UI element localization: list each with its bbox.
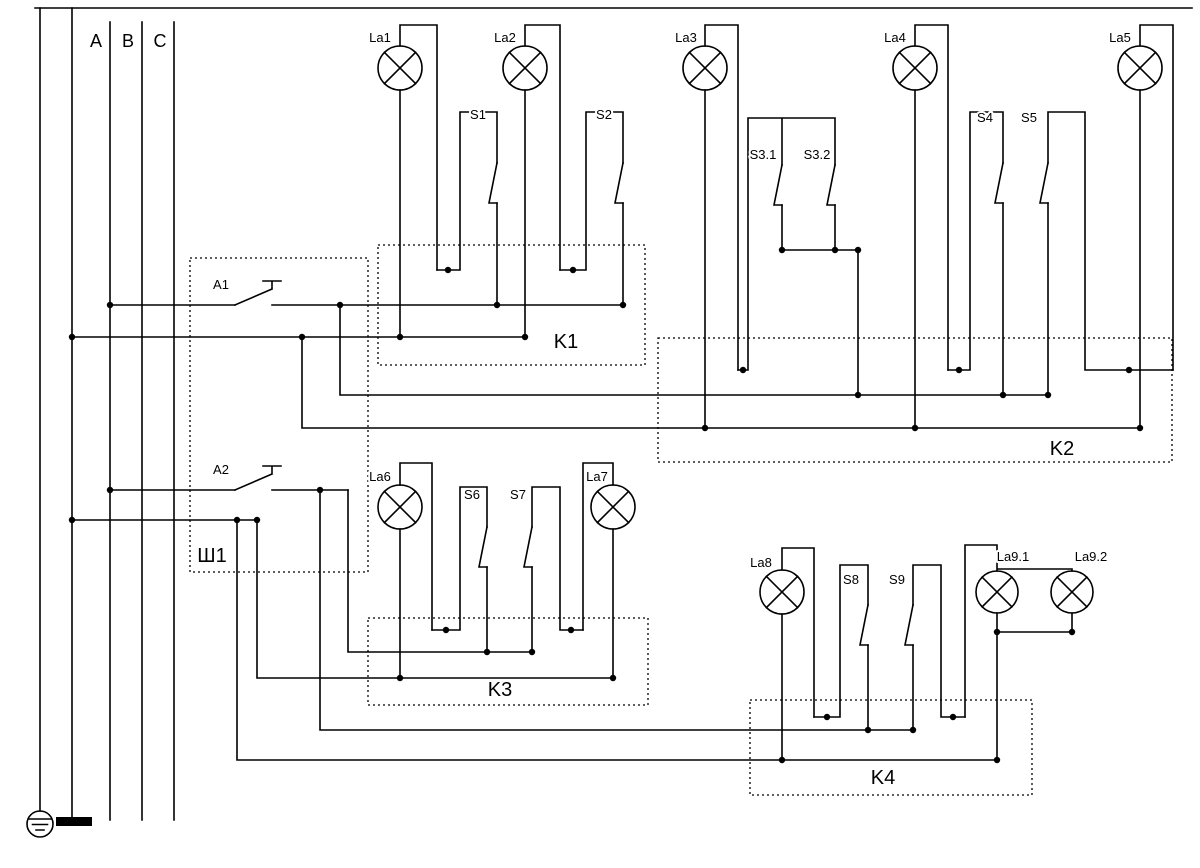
switch-s4 bbox=[947, 111, 1004, 396]
breaker-a1 bbox=[109, 280, 282, 307]
junction-dots bbox=[68, 246, 1144, 764]
phase-bus-k2 bbox=[339, 304, 1049, 396]
switch-s9-label: S9 bbox=[889, 572, 905, 587]
lamp-la6 bbox=[377, 462, 433, 679]
switch-s7 bbox=[523, 486, 584, 653]
lamp-la9-2-label: La9.2 bbox=[1075, 549, 1108, 564]
phase-b-label: B bbox=[122, 31, 134, 51]
labels: A B C La1 La2 La3 La4 La5 La6 La7 La8 La… bbox=[88, 28, 1133, 791]
switch-s8-label: S8 bbox=[843, 572, 859, 587]
phase-bus-k3 bbox=[347, 489, 533, 653]
switch-s2 bbox=[559, 111, 624, 306]
neutral-bus-k4 bbox=[236, 519, 998, 761]
junction-box-k4-label: K4 bbox=[871, 767, 895, 789]
neutral-bar bbox=[56, 817, 92, 826]
switch-s5-label: S5 bbox=[1021, 110, 1037, 125]
junction-box-k2-label: K2 bbox=[1050, 438, 1074, 460]
lamp-la5 bbox=[1117, 24, 1174, 429]
breaker-a1-label: A1 bbox=[213, 277, 229, 292]
supply-lines bbox=[26, 7, 1193, 838]
junction-box-k3-label: K3 bbox=[488, 679, 512, 701]
phase-c-label: C bbox=[154, 31, 167, 51]
lamp-la4-label: La4 bbox=[884, 30, 906, 45]
lamp-la9-1 bbox=[975, 570, 1019, 614]
switch-s6 bbox=[431, 486, 488, 653]
lamp-la8-label: La8 bbox=[750, 555, 772, 570]
lamp-la4 bbox=[892, 24, 949, 429]
lamp-la2 bbox=[502, 24, 561, 338]
breaker-a2 bbox=[109, 465, 349, 492]
switch-s2-label: S2 bbox=[596, 107, 612, 122]
junction-box-k3 bbox=[367, 617, 649, 706]
junction-box-k1 bbox=[377, 244, 646, 366]
feeder-buses bbox=[236, 304, 1141, 761]
switch-s3-1-label: S3.1 bbox=[750, 147, 777, 162]
switch-s8 bbox=[813, 564, 869, 731]
lamp-la3 bbox=[682, 24, 739, 429]
ground-symbol bbox=[26, 810, 54, 838]
panel-box-sh1 bbox=[189, 257, 369, 573]
switch-s3-2-label: S3.2 bbox=[804, 147, 831, 162]
switch-s1 bbox=[436, 111, 498, 306]
lamp-la9-2 bbox=[1050, 570, 1094, 614]
lamp-la5-label: La5 bbox=[1109, 30, 1131, 45]
neutral-bus-k3 bbox=[256, 519, 614, 679]
lamp-la2-label: La2 bbox=[494, 30, 516, 45]
lamp-la1-label: La1 bbox=[369, 30, 391, 45]
lamp-la8 bbox=[759, 547, 815, 761]
lamp-la7 bbox=[582, 462, 636, 679]
switch-s9 bbox=[904, 564, 966, 731]
junction-box-k1-label: K1 bbox=[554, 331, 578, 353]
neutral-bus-k2 bbox=[301, 336, 1141, 429]
switch-s4-label: S4 bbox=[977, 110, 993, 125]
lamp-la7-label: La7 bbox=[586, 469, 608, 484]
switch-s1-label: S1 bbox=[470, 107, 486, 122]
lamp-la9-pair bbox=[964, 544, 1094, 761]
phase-bus-k4 bbox=[319, 489, 914, 731]
switch-s5 bbox=[1039, 111, 1174, 396]
switch-s6-label: S6 bbox=[464, 487, 480, 502]
phase-a-label: A bbox=[90, 31, 102, 51]
lamp-la9-1-label: La9.1 bbox=[997, 549, 1030, 564]
junction-box-k4 bbox=[749, 699, 1033, 796]
lamp-la1 bbox=[377, 24, 438, 338]
panel-sh1-label: Ш1 bbox=[197, 545, 226, 567]
lamp-la3-label: La3 bbox=[675, 30, 697, 45]
switch-s7-label: S7 bbox=[510, 487, 526, 502]
lamp-la6-label: La6 bbox=[369, 469, 391, 484]
breaker-a2-label: A2 bbox=[213, 462, 229, 477]
